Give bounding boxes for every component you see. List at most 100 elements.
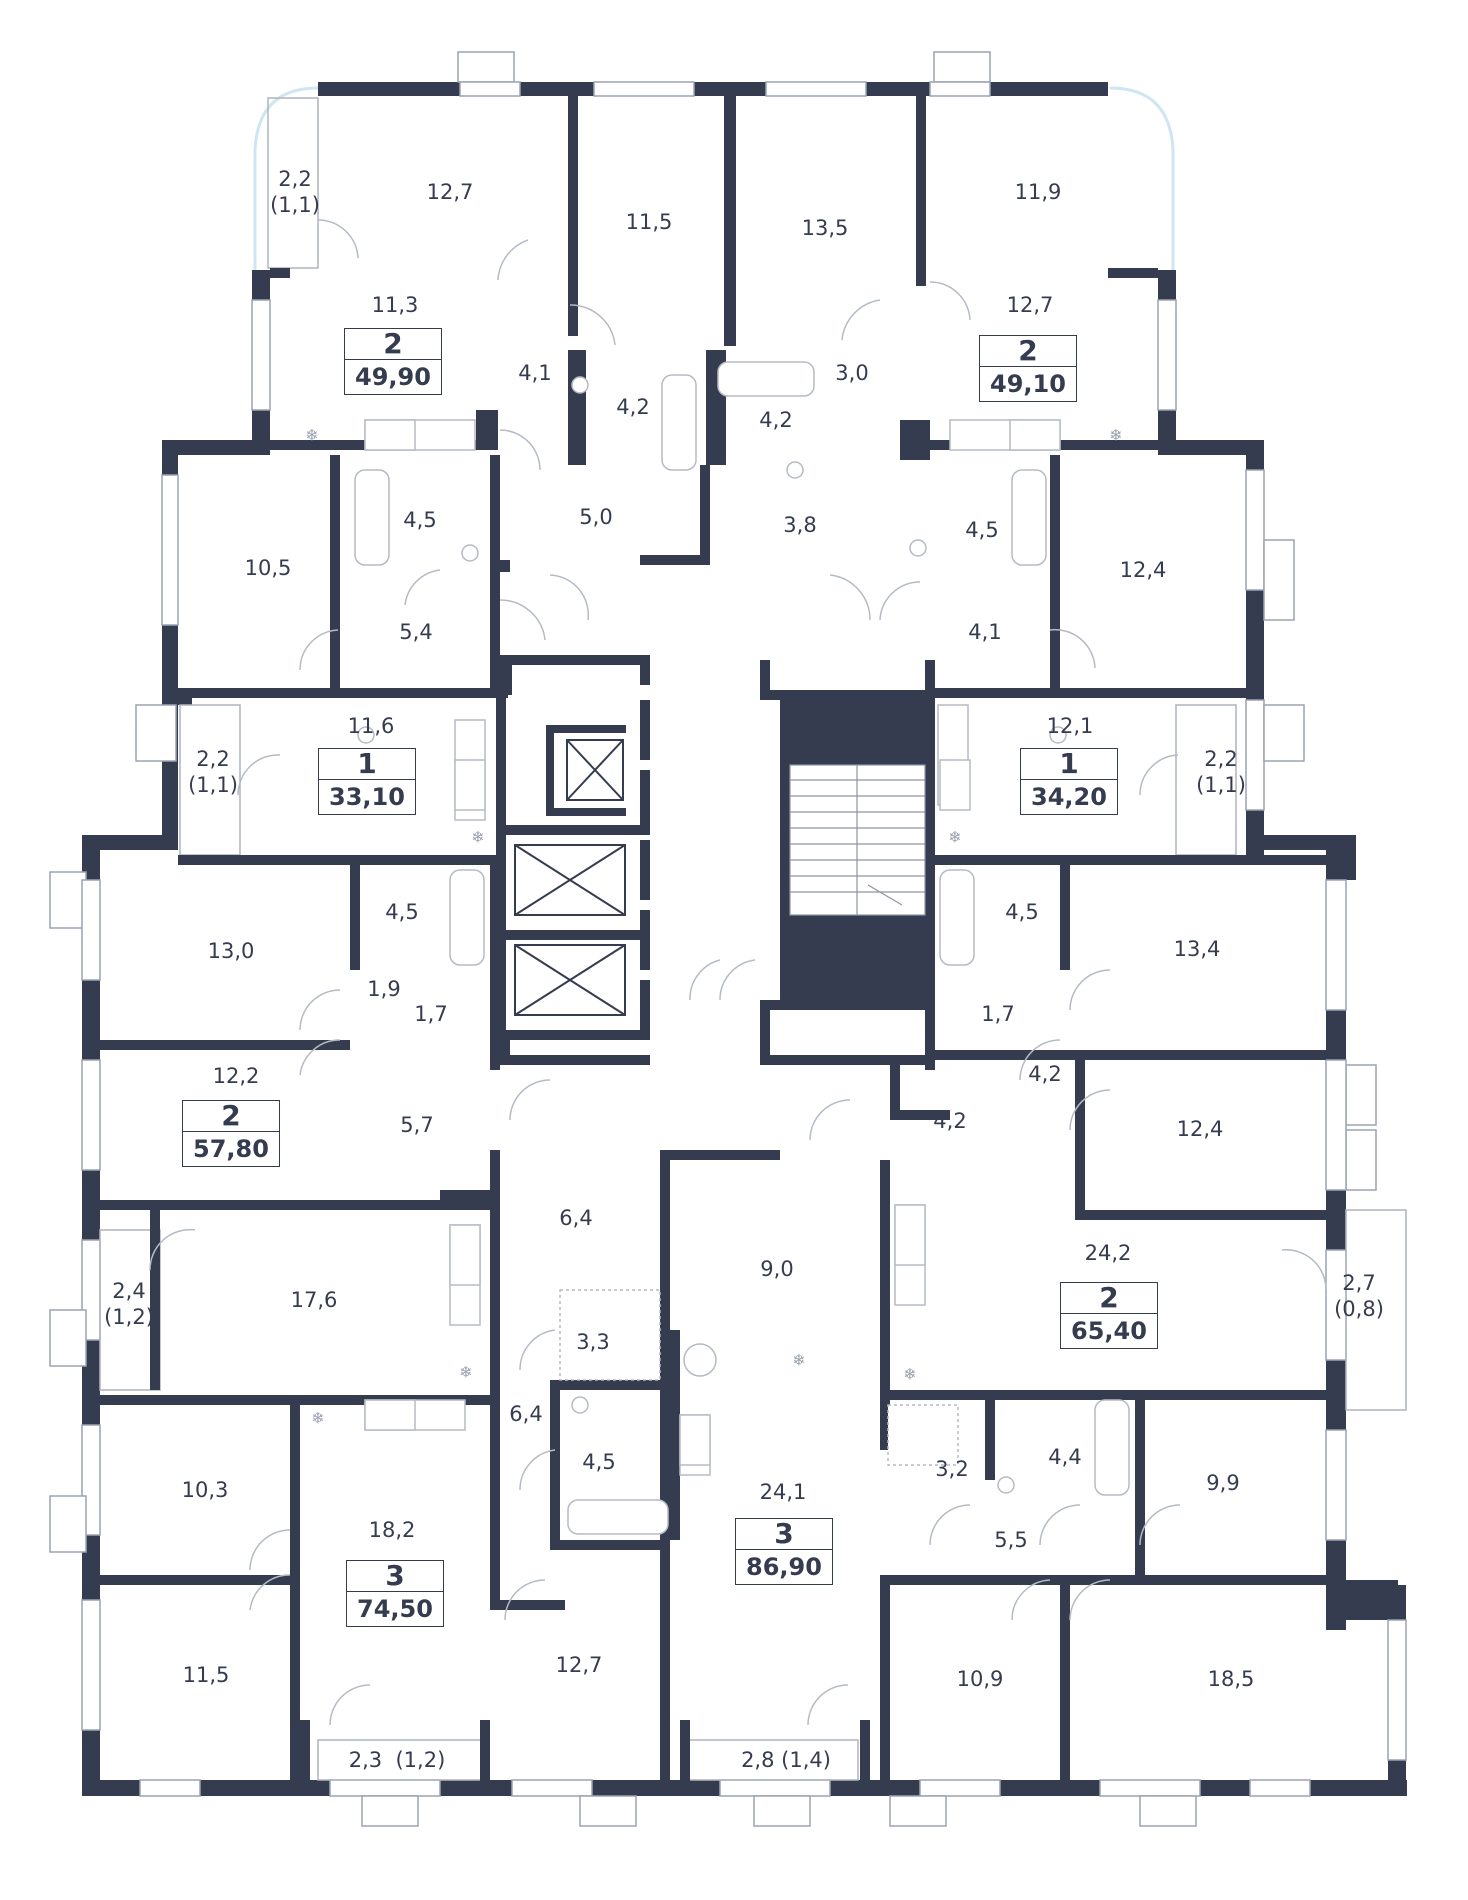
apartment-badge: 2 65,40 <box>1060 1282 1158 1349</box>
room-area: 11,3 <box>371 292 419 317</box>
windows-bottom <box>139 1779 1311 1827</box>
room-area: 4,5 <box>403 507 437 532</box>
room-area: 3,2 <box>935 1456 969 1481</box>
room-area: 17,6 <box>290 1287 338 1312</box>
apartment-rooms: 3 <box>347 1561 443 1592</box>
room-area: 2,8 (1,4) <box>741 1747 831 1772</box>
apartment-badge: 2 49,90 <box>344 328 442 395</box>
apartment-rooms: 1 <box>319 749 415 780</box>
room-area: 2,2 (1,1) <box>1196 746 1246 797</box>
room-area: 2,7 (0,8) <box>1334 1270 1384 1321</box>
top-corner-glazing <box>253 86 1175 270</box>
apartment-total-area: 65,40 <box>1071 1317 1147 1345</box>
room-area: 9,0 <box>760 1256 794 1281</box>
room-area: 12,4 <box>1119 557 1167 582</box>
room-area: 4,2 <box>616 394 650 419</box>
apartment-total-area: 57,80 <box>193 1135 269 1163</box>
elevator-icon <box>514 739 626 1016</box>
room-area: 10,5 <box>244 555 292 580</box>
apartment-total-area: 34,20 <box>1031 783 1107 811</box>
apartment-rooms: 1 <box>1021 749 1117 780</box>
apartment-badge: 1 34,20 <box>1020 748 1118 815</box>
room-area: 3,0 <box>835 360 869 385</box>
kitchen-units <box>364 419 1061 1466</box>
snowflake-icon: ❄ <box>1109 425 1123 445</box>
room-area: 11,5 <box>182 1662 230 1687</box>
windows-right <box>1157 299 1407 1761</box>
room-area: 5,5 <box>994 1527 1028 1552</box>
apartment-total-area: 74,50 <box>357 1595 433 1623</box>
snowflake-icon: ❄ <box>311 1408 325 1428</box>
room-area: 1,9 <box>367 976 401 1001</box>
apartment-total-area: 86,90 <box>746 1553 822 1581</box>
room-area: 2,3 (1,2) <box>348 1747 446 1772</box>
snowflake-icon: ❄ <box>792 1350 806 1370</box>
apartment-badge: 2 49,10 <box>979 335 1077 402</box>
room-area: 4,5 <box>385 899 419 924</box>
room-area: 12,7 <box>426 179 474 204</box>
room-area: 5,4 <box>399 619 433 644</box>
room-area: 6,4 <box>509 1401 543 1426</box>
room-area: 18,2 <box>368 1517 416 1542</box>
room-area: 4,2 <box>933 1108 967 1133</box>
room-area: 12,7 <box>1006 292 1054 317</box>
apartment-rooms: 3 <box>736 1519 832 1550</box>
apartment-badge: 2 57,80 <box>182 1100 280 1167</box>
stairs-icon <box>789 764 926 916</box>
room-area: 5,7 <box>400 1112 434 1137</box>
apartment-badge: 3 86,90 <box>735 1518 833 1585</box>
door-swing-icon <box>149 219 1327 1726</box>
room-area: 2,4 (1,2) <box>104 1278 154 1329</box>
room-area: 18,5 <box>1207 1666 1255 1691</box>
room-area: 3,3 <box>576 1329 610 1354</box>
room-area: 24,1 <box>759 1479 807 1504</box>
room-area: 4,1 <box>968 619 1002 644</box>
room-area: 11,9 <box>1014 179 1062 204</box>
room-area: 13,0 <box>207 938 255 963</box>
room-area: 4,5 <box>1005 899 1039 924</box>
snowflake-icon: ❄ <box>948 827 962 847</box>
room-area: 9,9 <box>1206 1470 1240 1495</box>
room-area: 10,9 <box>956 1666 1004 1691</box>
apartment-badge: 1 33,10 <box>318 748 416 815</box>
room-area: 4,1 <box>518 360 552 385</box>
room-area: 11,6 <box>347 713 395 738</box>
room-area: 6,4 <box>559 1205 593 1230</box>
room-area: 4,2 <box>1028 1061 1062 1086</box>
apartment-total-area: 49,90 <box>355 363 431 391</box>
apartment-total-area: 33,10 <box>329 783 405 811</box>
snowflake-icon: ❄ <box>305 425 319 445</box>
windows-top <box>457 51 991 97</box>
room-area: 5,0 <box>579 504 613 529</box>
room-area: 4,2 <box>759 407 793 432</box>
snowflake-icon: ❄ <box>471 827 485 847</box>
room-area: 13,5 <box>801 215 849 240</box>
room-area: 11,5 <box>625 209 673 234</box>
snowflake-icon: ❄ <box>903 1364 917 1384</box>
room-area: 2,2 (1,1) <box>270 166 320 217</box>
apartment-badge: 3 74,50 <box>346 1560 444 1627</box>
snowflake-icon: ❄ <box>459 1362 473 1382</box>
room-area: 12,4 <box>1176 1116 1224 1141</box>
room-area: 13,4 <box>1173 936 1221 961</box>
apartment-rooms: 2 <box>1061 1283 1157 1314</box>
room-area: 12,1 <box>1046 713 1094 738</box>
room-area: 3,8 <box>783 512 817 537</box>
room-area: 12,7 <box>555 1652 603 1677</box>
apartment-rooms: 2 <box>980 336 1076 367</box>
room-area: 4,5 <box>582 1449 616 1474</box>
fixtures <box>354 361 1130 1535</box>
room-area: 1,7 <box>414 1001 448 1026</box>
room-area: 10,3 <box>181 1477 229 1502</box>
room-area: 4,5 <box>965 517 999 542</box>
room-area: 4,4 <box>1048 1444 1082 1469</box>
apartment-total-area: 49,10 <box>990 370 1066 398</box>
room-area: 2,2 (1,1) <box>188 746 238 797</box>
room-area: 1,7 <box>981 1001 1015 1026</box>
room-area: 12,2 <box>212 1063 260 1088</box>
windows-left <box>49 299 271 1731</box>
apartment-rooms: 2 <box>183 1101 279 1132</box>
room-area: 24,2 <box>1084 1240 1132 1265</box>
apartment-rooms: 2 <box>345 329 441 360</box>
